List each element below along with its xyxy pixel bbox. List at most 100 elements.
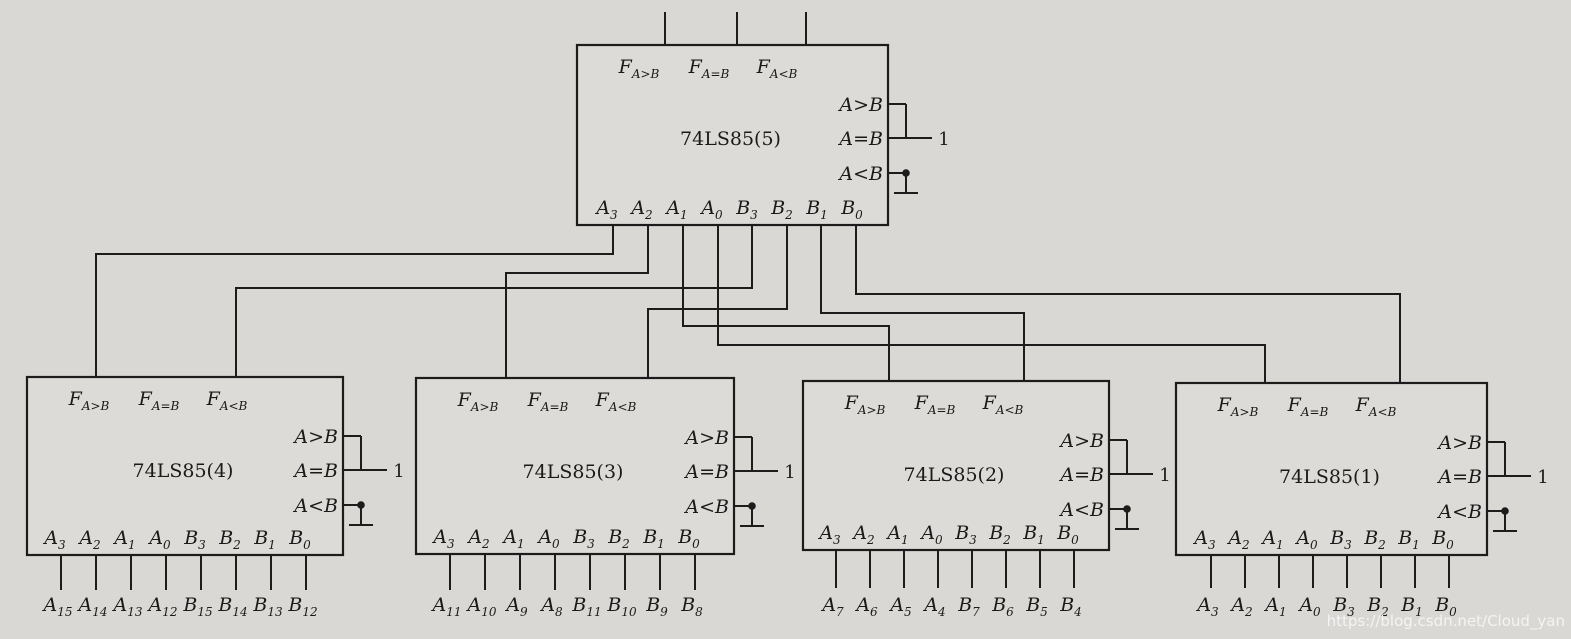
input-bit-label: A15 — [41, 594, 72, 619]
input-bit-label: B4 — [1059, 594, 1082, 619]
pin-label: B2 — [218, 527, 241, 552]
pin-label: B0 — [677, 526, 700, 551]
input-bit-label: A13 — [111, 594, 142, 619]
interconnect-wire — [505, 225, 649, 378]
cascade-input-label: A>B — [1058, 430, 1104, 452]
output-label: FA<B — [595, 389, 637, 414]
cascade-input-label: A<B — [683, 496, 729, 518]
input-bit-label: B0 — [1434, 594, 1457, 619]
output-label: FA>B — [1217, 394, 1259, 419]
input-bit-label: A2 — [1229, 594, 1252, 619]
chip-body — [801, 379, 1111, 552]
input-bit-label: A5 — [888, 594, 911, 619]
input-bit-label: B8 — [680, 594, 703, 619]
pin-label: A2 — [1226, 527, 1249, 552]
pin-label: A3 — [1192, 527, 1216, 552]
output-label: FA>B — [457, 389, 499, 414]
input-bit-label: A3 — [1195, 594, 1219, 619]
pin-label: B3 — [183, 527, 206, 552]
input-bit-label: B3 — [1332, 594, 1355, 619]
output-label: FA<B — [1355, 394, 1397, 419]
pin-label: B1 — [642, 526, 665, 551]
junction-dot — [902, 169, 910, 177]
logic-one-label: 1 — [784, 462, 795, 483]
input-bit-label: A1 — [1263, 594, 1286, 619]
output-label: FA<B — [982, 392, 1024, 417]
input-bit-label: B15 — [182, 594, 212, 619]
interconnect-wire — [717, 225, 1266, 383]
cascade-input-label: A>B — [292, 426, 338, 448]
cascade-input-label: A<B — [1058, 499, 1104, 521]
chip-body — [25, 375, 345, 557]
input-bit-label: B6 — [991, 594, 1014, 619]
input-bit-label: B10 — [606, 594, 637, 619]
input-bit-label: B2 — [1366, 594, 1389, 619]
pin-label: B1 — [1397, 527, 1420, 552]
cascade-input-label: A<B — [1436, 501, 1482, 523]
input-bit-label: A10 — [465, 594, 496, 619]
pin-label: A0 — [699, 197, 723, 222]
pin-label: A2 — [629, 197, 652, 222]
interconnect-wires — [95, 225, 1401, 383]
input-bit-label: B11 — [571, 594, 601, 619]
interconnect-wire — [235, 225, 753, 377]
pin-label: A1 — [501, 526, 524, 551]
pin-label: B2 — [988, 522, 1011, 547]
interconnect-wire — [95, 225, 614, 377]
chip-title: 74LS85(4) — [133, 460, 234, 482]
output-label: FA<B — [206, 388, 248, 413]
pin-label: A1 — [1260, 527, 1283, 552]
pin-label: B1 — [805, 197, 828, 222]
chip-title: 74LS85(1) — [1279, 466, 1380, 488]
input-bit-label: A8 — [539, 594, 563, 619]
chip-title: 74LS85(5) — [680, 128, 781, 150]
cascade-input-label: A>B — [837, 94, 883, 116]
pin-label: A0 — [1294, 527, 1318, 552]
interconnect-wire — [855, 225, 1401, 383]
chip-body — [1174, 381, 1489, 557]
output-label: FA=B — [688, 56, 730, 81]
interconnect-wire — [820, 225, 1025, 381]
pin-label: A0 — [919, 522, 943, 547]
logic-one-label: 1 — [393, 461, 404, 482]
pin-label: B0 — [1431, 527, 1454, 552]
interconnect-wire — [682, 225, 890, 381]
input-bit-label: B12 — [287, 594, 317, 619]
chip-body — [414, 376, 736, 556]
input-bit-label: B9 — [645, 594, 668, 619]
chip-title: 74LS85(2) — [904, 464, 1005, 486]
junction-dot — [1123, 505, 1131, 513]
cascade-input-label: A>B — [683, 427, 729, 449]
output-label: FA=B — [914, 392, 956, 417]
pin-label: A3 — [42, 527, 66, 552]
pin-label: B3 — [572, 526, 595, 551]
junction-dot — [1501, 507, 1509, 515]
output-label: FA=B — [138, 388, 180, 413]
pin-label: A3 — [594, 197, 618, 222]
junction-dot — [357, 501, 365, 509]
input-bit-label: B7 — [957, 594, 980, 619]
input-bit-label: A12 — [146, 594, 177, 619]
output-label: FA>B — [844, 392, 886, 417]
pin-label: B1 — [253, 527, 276, 552]
pin-label: B0 — [1056, 522, 1079, 547]
logic-one-label: 1 — [1159, 465, 1170, 486]
pin-label: A2 — [466, 526, 489, 551]
output-label: FA>B — [68, 388, 110, 413]
logic-one-label: 1 — [1537, 467, 1548, 488]
pin-label: B3 — [1329, 527, 1352, 552]
pin-label: A3 — [431, 526, 455, 551]
pin-label: A2 — [77, 527, 100, 552]
output-label: FA=B — [527, 389, 569, 414]
pin-label: A1 — [112, 527, 135, 552]
cascade-input-label: A<B — [292, 495, 338, 517]
cascade-input-label: A=B — [683, 461, 729, 483]
input-bit-label: A14 — [76, 594, 107, 619]
logic-one-label: 1 — [938, 129, 949, 150]
input-bit-label: B14 — [217, 594, 247, 619]
pin-label: B3 — [954, 522, 977, 547]
